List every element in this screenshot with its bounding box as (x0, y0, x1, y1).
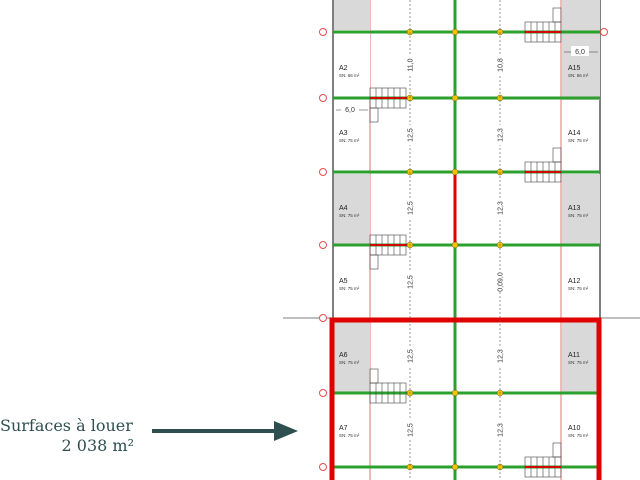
unit-label-right: A14 (568, 130, 581, 137)
dim-label-bg (495, 272, 505, 292)
junction-node (451, 241, 459, 249)
dim-label-right: 10,8 (498, 58, 505, 72)
unit-label-left: A2 (339, 65, 348, 72)
unit-label-right: A12 (568, 278, 581, 285)
unit-area-right: SN: 75 m² (568, 213, 589, 218)
dim-label-right: 12,3 (498, 349, 505, 363)
unit-label-right: A10 (568, 425, 581, 432)
dim-label-bg (405, 198, 415, 218)
shaded-strips (334, 0, 600, 393)
unit-area-left: SN: 66 m² (339, 73, 360, 78)
unit-label-right: A11 (568, 352, 580, 359)
width-dimension-right: 6,0 (564, 46, 598, 56)
dim-label-right: 0,09,0 (498, 272, 505, 292)
junction-node (451, 168, 459, 176)
unit-area-left: SN: 75 m² (339, 213, 360, 218)
unit-area-right: SN: 75 m² (568, 360, 589, 365)
dim-label-bg (495, 198, 505, 218)
dim-label-bg (495, 420, 505, 440)
dim-label-bg (495, 55, 505, 75)
callout-area: 2 038 m² (61, 436, 134, 455)
unit-area-right: SN: 75 m² (568, 138, 589, 143)
dim-label-left: 12,5 (408, 349, 415, 363)
junction-node (451, 94, 459, 102)
bay-dimension-labels: 11,0 12,5 12,5 12,5 12,5 12,5 10,8 12,3 12,3 0,09… (405, 55, 505, 440)
dim-label-left: 11,0 (408, 58, 415, 71)
dim-label-right: 12,3 (498, 128, 505, 142)
rental-area-callout: Surfaces à louer 2 038 m² (0, 416, 170, 456)
dim-label-bg (495, 346, 505, 366)
dim-label-bg (405, 55, 415, 75)
junction-node (451, 28, 459, 36)
dim-label-left: 12,5 (408, 201, 415, 215)
dim-width-left: 6,0 (345, 107, 355, 114)
dim-width-right: 6,0 (575, 49, 585, 56)
callout-arrow (152, 421, 298, 441)
green-corridors (333, 0, 600, 480)
unit-area-left: SN: 75 m² (339, 360, 360, 365)
unit-label-left: A7 (339, 425, 348, 432)
unit-label-left: A5 (339, 278, 348, 285)
dim-label-bg (495, 125, 505, 145)
junction-nodes (406, 28, 504, 471)
unit-label-right: A15 (568, 65, 581, 72)
staircases (369, 7, 562, 478)
unit-area-left: SN: 75 m² (339, 433, 360, 438)
unit-area-left: SN: 75 m² (339, 138, 360, 143)
dim-label-left: 12,5 (408, 128, 415, 142)
unit-label-left: A6 (339, 352, 348, 359)
unit-area-right: SN: 75 m² (568, 433, 589, 438)
callout-title: Surfaces à louer (0, 416, 133, 435)
unit-label-left: A3 (339, 130, 348, 137)
dim-label-right: 12,3 (498, 201, 505, 215)
rental-area-outline (329, 317, 602, 480)
dim-label-bg (405, 272, 415, 292)
width-dimension-left: 6,0 (336, 104, 368, 114)
unit-area-left: SN: 75 m² (339, 286, 360, 291)
junction-node (451, 389, 459, 397)
unit-area-right: SN: 66 m² (568, 73, 589, 78)
dim-label-left: 12,5 (408, 275, 415, 289)
column-markers (319, 28, 608, 471)
dim-label-left: 12,5 (408, 423, 415, 437)
junction-node (451, 463, 459, 471)
unit-label-left: A4 (339, 205, 348, 212)
dim-label-bg (405, 420, 415, 440)
unit-area-right: SN: 75 m² (568, 286, 589, 291)
dim-label-right: 12,3 (498, 423, 505, 437)
dim-label-bg (405, 125, 415, 145)
dim-label-bg (405, 346, 415, 366)
unit-label-right: A13 (568, 205, 581, 212)
dimension-lines (409, 0, 501, 480)
